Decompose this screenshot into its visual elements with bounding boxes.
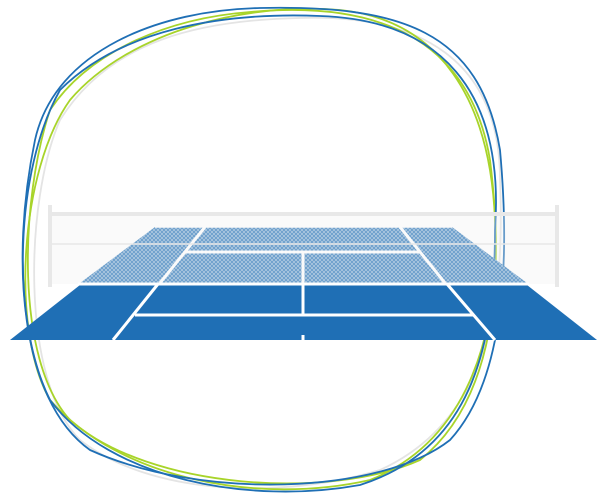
net-post-right [555,205,559,287]
far-court [80,226,527,284]
near-court-lines [78,282,529,341]
swirl-rings [21,6,506,493]
net-post-left [48,205,52,287]
far-court-lines [155,226,452,284]
near-court [10,282,597,341]
tennis-net [48,205,559,287]
swirl-blue-2 [22,14,497,493]
net-mesh [50,214,557,284]
swirl-blue-1 [21,6,506,486]
